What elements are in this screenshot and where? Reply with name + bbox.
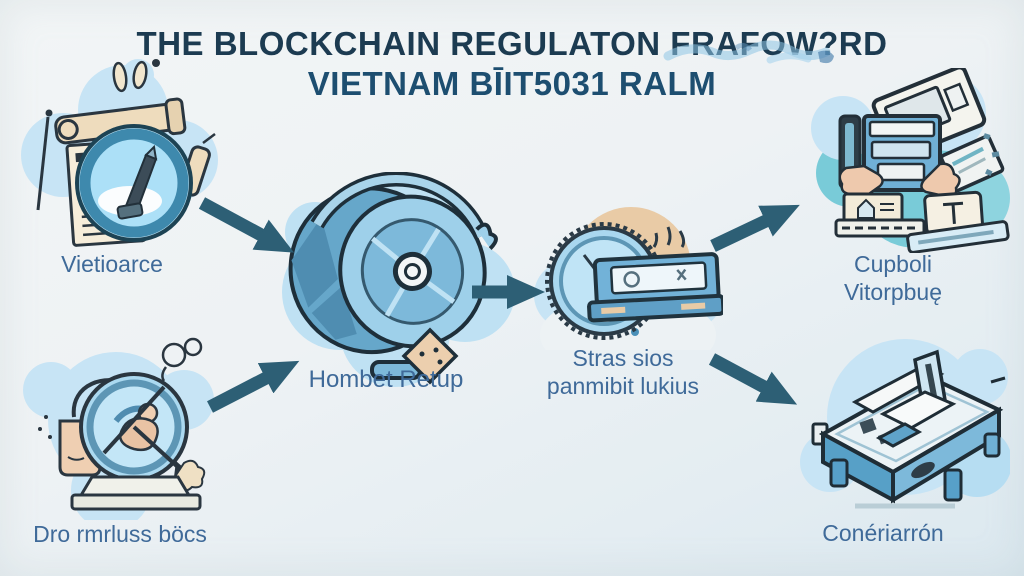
- node-top-right-label-line1: Cupboli: [853, 251, 932, 277]
- node-top-right-label-line2: Vitorpbuę: [843, 279, 943, 305]
- assembly-bench-illustration: [800, 339, 1010, 509]
- arrow-bottomleft-to-center: [207, 360, 300, 413]
- node-mid-right-label: Stras sios panmibit lukius: [547, 344, 699, 400]
- node-bottom-right-label: Conériarrón: [822, 520, 944, 546]
- arrow-topleft-to-center: [198, 197, 295, 253]
- title-scribble-artifact: [663, 40, 834, 64]
- arrow-midright-to-bottomright: [708, 353, 798, 405]
- node-top-right-label: Cupboli Vitorpbuę: [844, 250, 942, 306]
- node-bottom-left-label: Dro rmrluss böcs: [33, 521, 207, 547]
- coin-scanner-illustration: [534, 207, 723, 350]
- page-title-line2: VIETNAM BĪIT5031 RALM: [307, 65, 717, 102]
- node-mid-right-label-line1: Stras sios: [572, 345, 674, 371]
- figure-in-wheel-illustration: [23, 337, 214, 520]
- node-center-label: Hombet Retup: [308, 366, 464, 393]
- hands-devices-illustration: [811, 68, 1010, 253]
- cable-drum-illustration: [282, 172, 515, 387]
- scroll-lens-pen-illustration: [21, 59, 218, 247]
- arrow-midright-to-topright: [710, 204, 800, 252]
- node-top-left-label: Vietioarce: [61, 251, 163, 277]
- node-mid-right-label-line2: panmibit lukius: [546, 373, 700, 399]
